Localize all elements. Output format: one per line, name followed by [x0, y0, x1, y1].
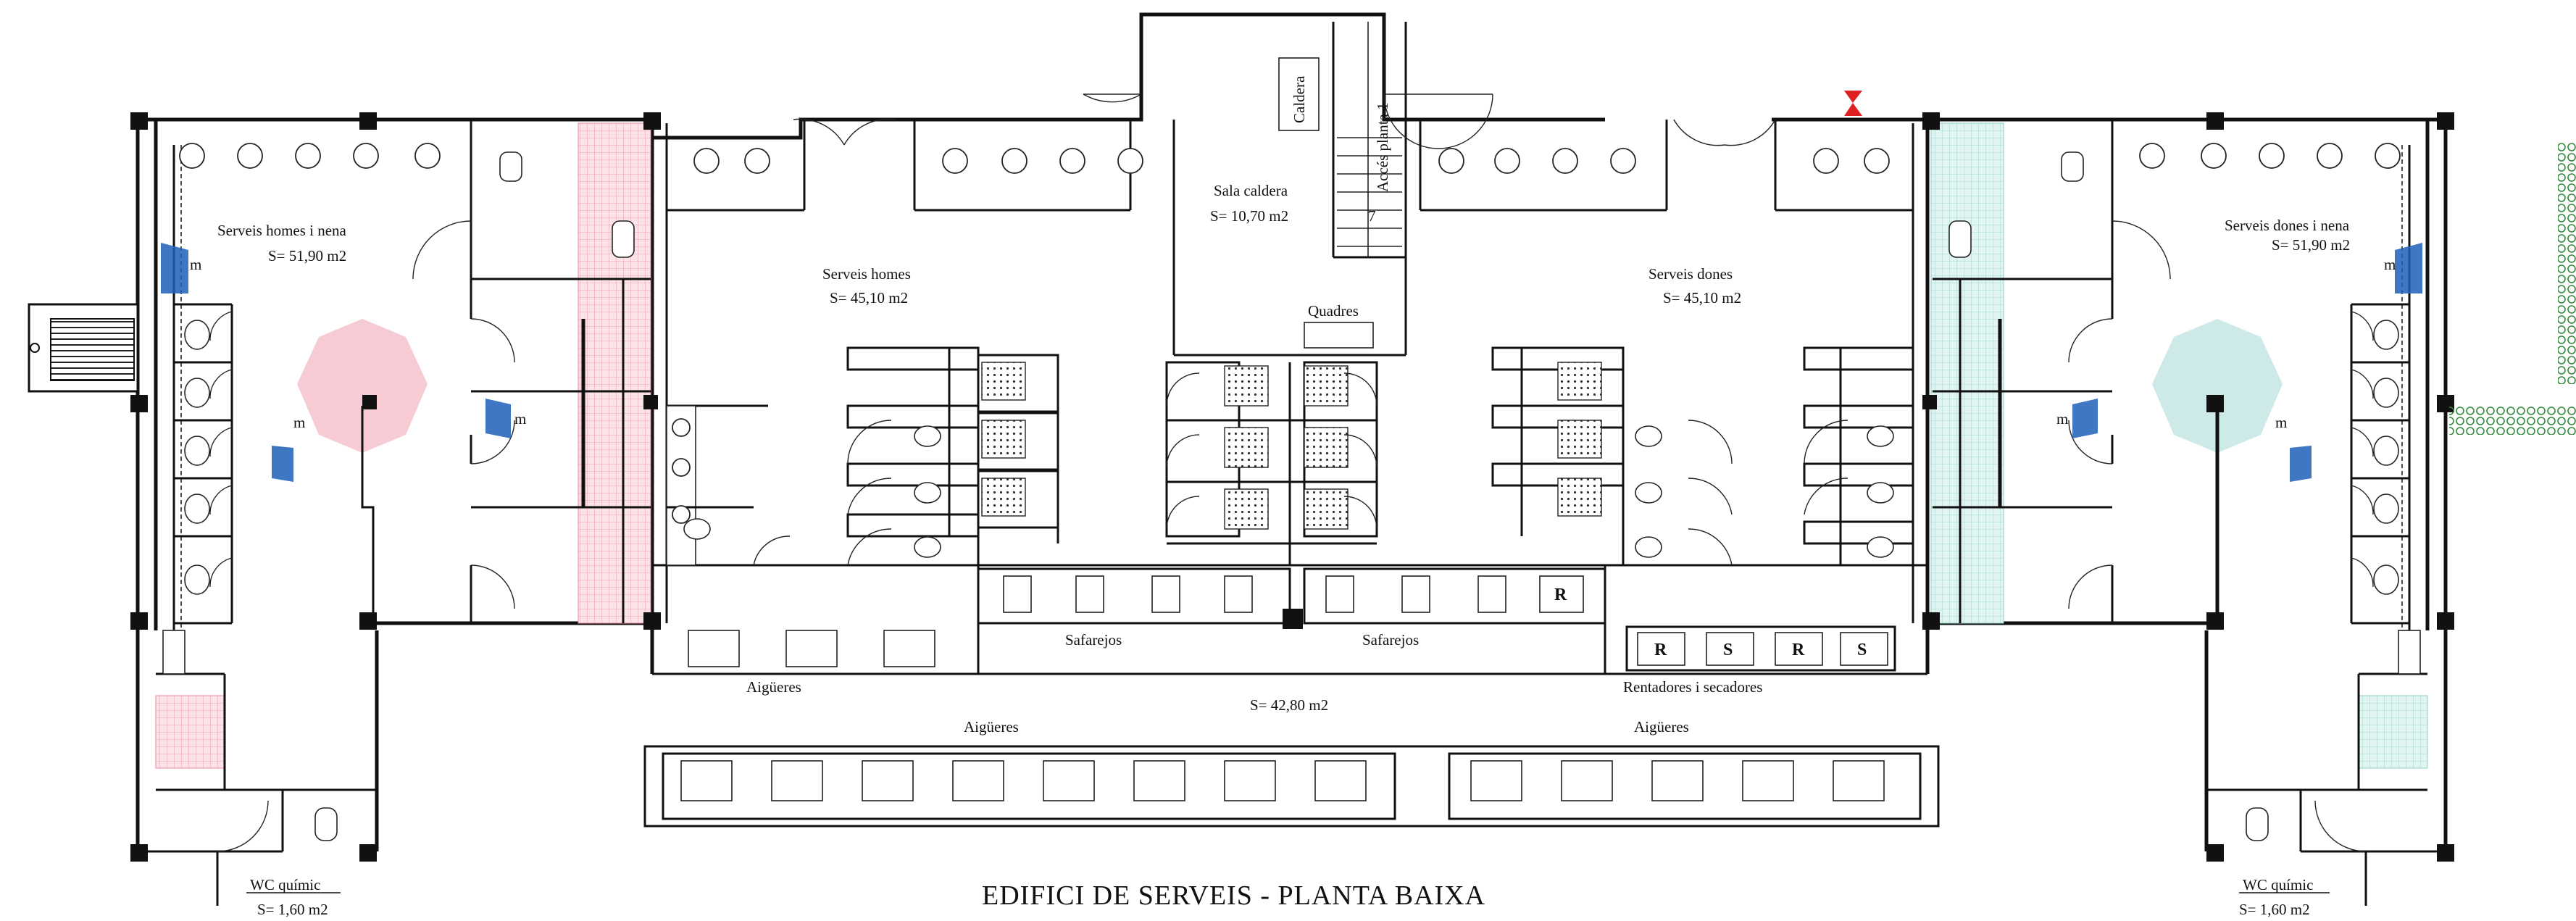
right-wing [1933, 120, 2427, 853]
stair-step-label: 7 [1368, 207, 1376, 225]
quadres-label: Quadres [1308, 302, 1359, 320]
box-s-1: S [1723, 641, 1733, 659]
men-turning-circle [297, 319, 428, 453]
men-hatch-small [155, 695, 225, 769]
outdoor-area [643, 567, 1940, 828]
men-name: Serveis homes [822, 265, 911, 283]
women-turning-circle [2152, 319, 2283, 453]
left-family-area: S= 51,90 m2 [268, 247, 346, 264]
women-hatch-corridor [1930, 122, 2004, 624]
men-showers [977, 354, 1059, 543]
women-room [1419, 119, 1914, 623]
symbol-m-5: m [2275, 414, 2287, 431]
hedge [2449, 141, 2576, 435]
women-area: S= 45,10 m2 [1663, 289, 1741, 307]
left-wc-area: S= 1,60 m2 [257, 901, 328, 918]
safarejos-right-label: Safarejos [1362, 631, 1419, 649]
symbol-m-6: m [2384, 256, 2396, 273]
women-showers [1557, 362, 1602, 517]
box-r-safarejos: R [1554, 585, 1567, 604]
men-area: S= 45,10 m2 [830, 289, 908, 307]
aiguers-long-left-label: Aigüeres [964, 718, 1019, 735]
left-wc-name: WC químic [250, 876, 320, 893]
box-r-2: R [1792, 641, 1805, 659]
women-hatch-small [2358, 695, 2428, 769]
columns-left [130, 112, 1303, 862]
center-showers [1165, 361, 1378, 565]
plan-title: EDIFICI DE SERVEIS - PLANTA BAIXA [982, 880, 1485, 911]
boiler-room [1083, 22, 1493, 357]
right-family-area: S= 51,90 m2 [2272, 236, 2350, 254]
aiguers-small-label: Aigüeres [746, 678, 801, 696]
women-toilets [1635, 425, 1894, 558]
right-wall-sinks [1948, 143, 2401, 258]
outdoor-area-label: S= 42,80 m2 [1250, 696, 1328, 714]
right-toilets [2246, 311, 2399, 841]
men-toilets [683, 425, 941, 558]
left-wing [156, 120, 651, 853]
stair [1337, 22, 1402, 257]
left-family-name: Serveis homes i nena [217, 222, 347, 239]
symbol-m-2: m [293, 414, 305, 431]
stair-label: Accés planta 1 [1374, 102, 1391, 192]
columns-right [1922, 112, 2454, 862]
boiler-area: S= 10,70 m2 [1210, 207, 1288, 225]
left-toilets [184, 311, 338, 841]
rentadores-label: Rentadores i secadores [1623, 678, 1762, 696]
right-family-name: Serveis dones i nena [2225, 217, 2350, 234]
left-entry-ramp [28, 303, 139, 393]
left-accessible-symbols [161, 243, 511, 482]
left-wall-sinks [179, 143, 635, 258]
women-sinks [1438, 148, 1890, 174]
aiguers-long-right-label: Aigüeres [1634, 718, 1689, 735]
boiler-name: Sala caldera [1214, 182, 1288, 199]
men-hatch-corridor [578, 122, 651, 624]
safarejos-left-label: Safarejos [1065, 631, 1122, 649]
symbol-m-3: m [514, 410, 526, 428]
men-room [665, 118, 1132, 623]
red-marker-icon [1844, 91, 1862, 116]
box-s-2: S [1857, 641, 1867, 659]
caldera-label: Caldera [1291, 75, 1308, 123]
box-r-1: R [1654, 641, 1667, 659]
right-accessible-symbols [2072, 243, 2422, 482]
women-name: Serveis dones [1648, 265, 1733, 283]
outer-walls [136, 12, 2448, 906]
symbol-m-1: m [190, 256, 201, 273]
men-sinks [672, 148, 1143, 524]
right-wc-name: WC químic [2243, 876, 2313, 893]
right-wc-area: S= 1,60 m2 [2239, 901, 2310, 918]
symbol-m-4: m [2056, 410, 2068, 428]
